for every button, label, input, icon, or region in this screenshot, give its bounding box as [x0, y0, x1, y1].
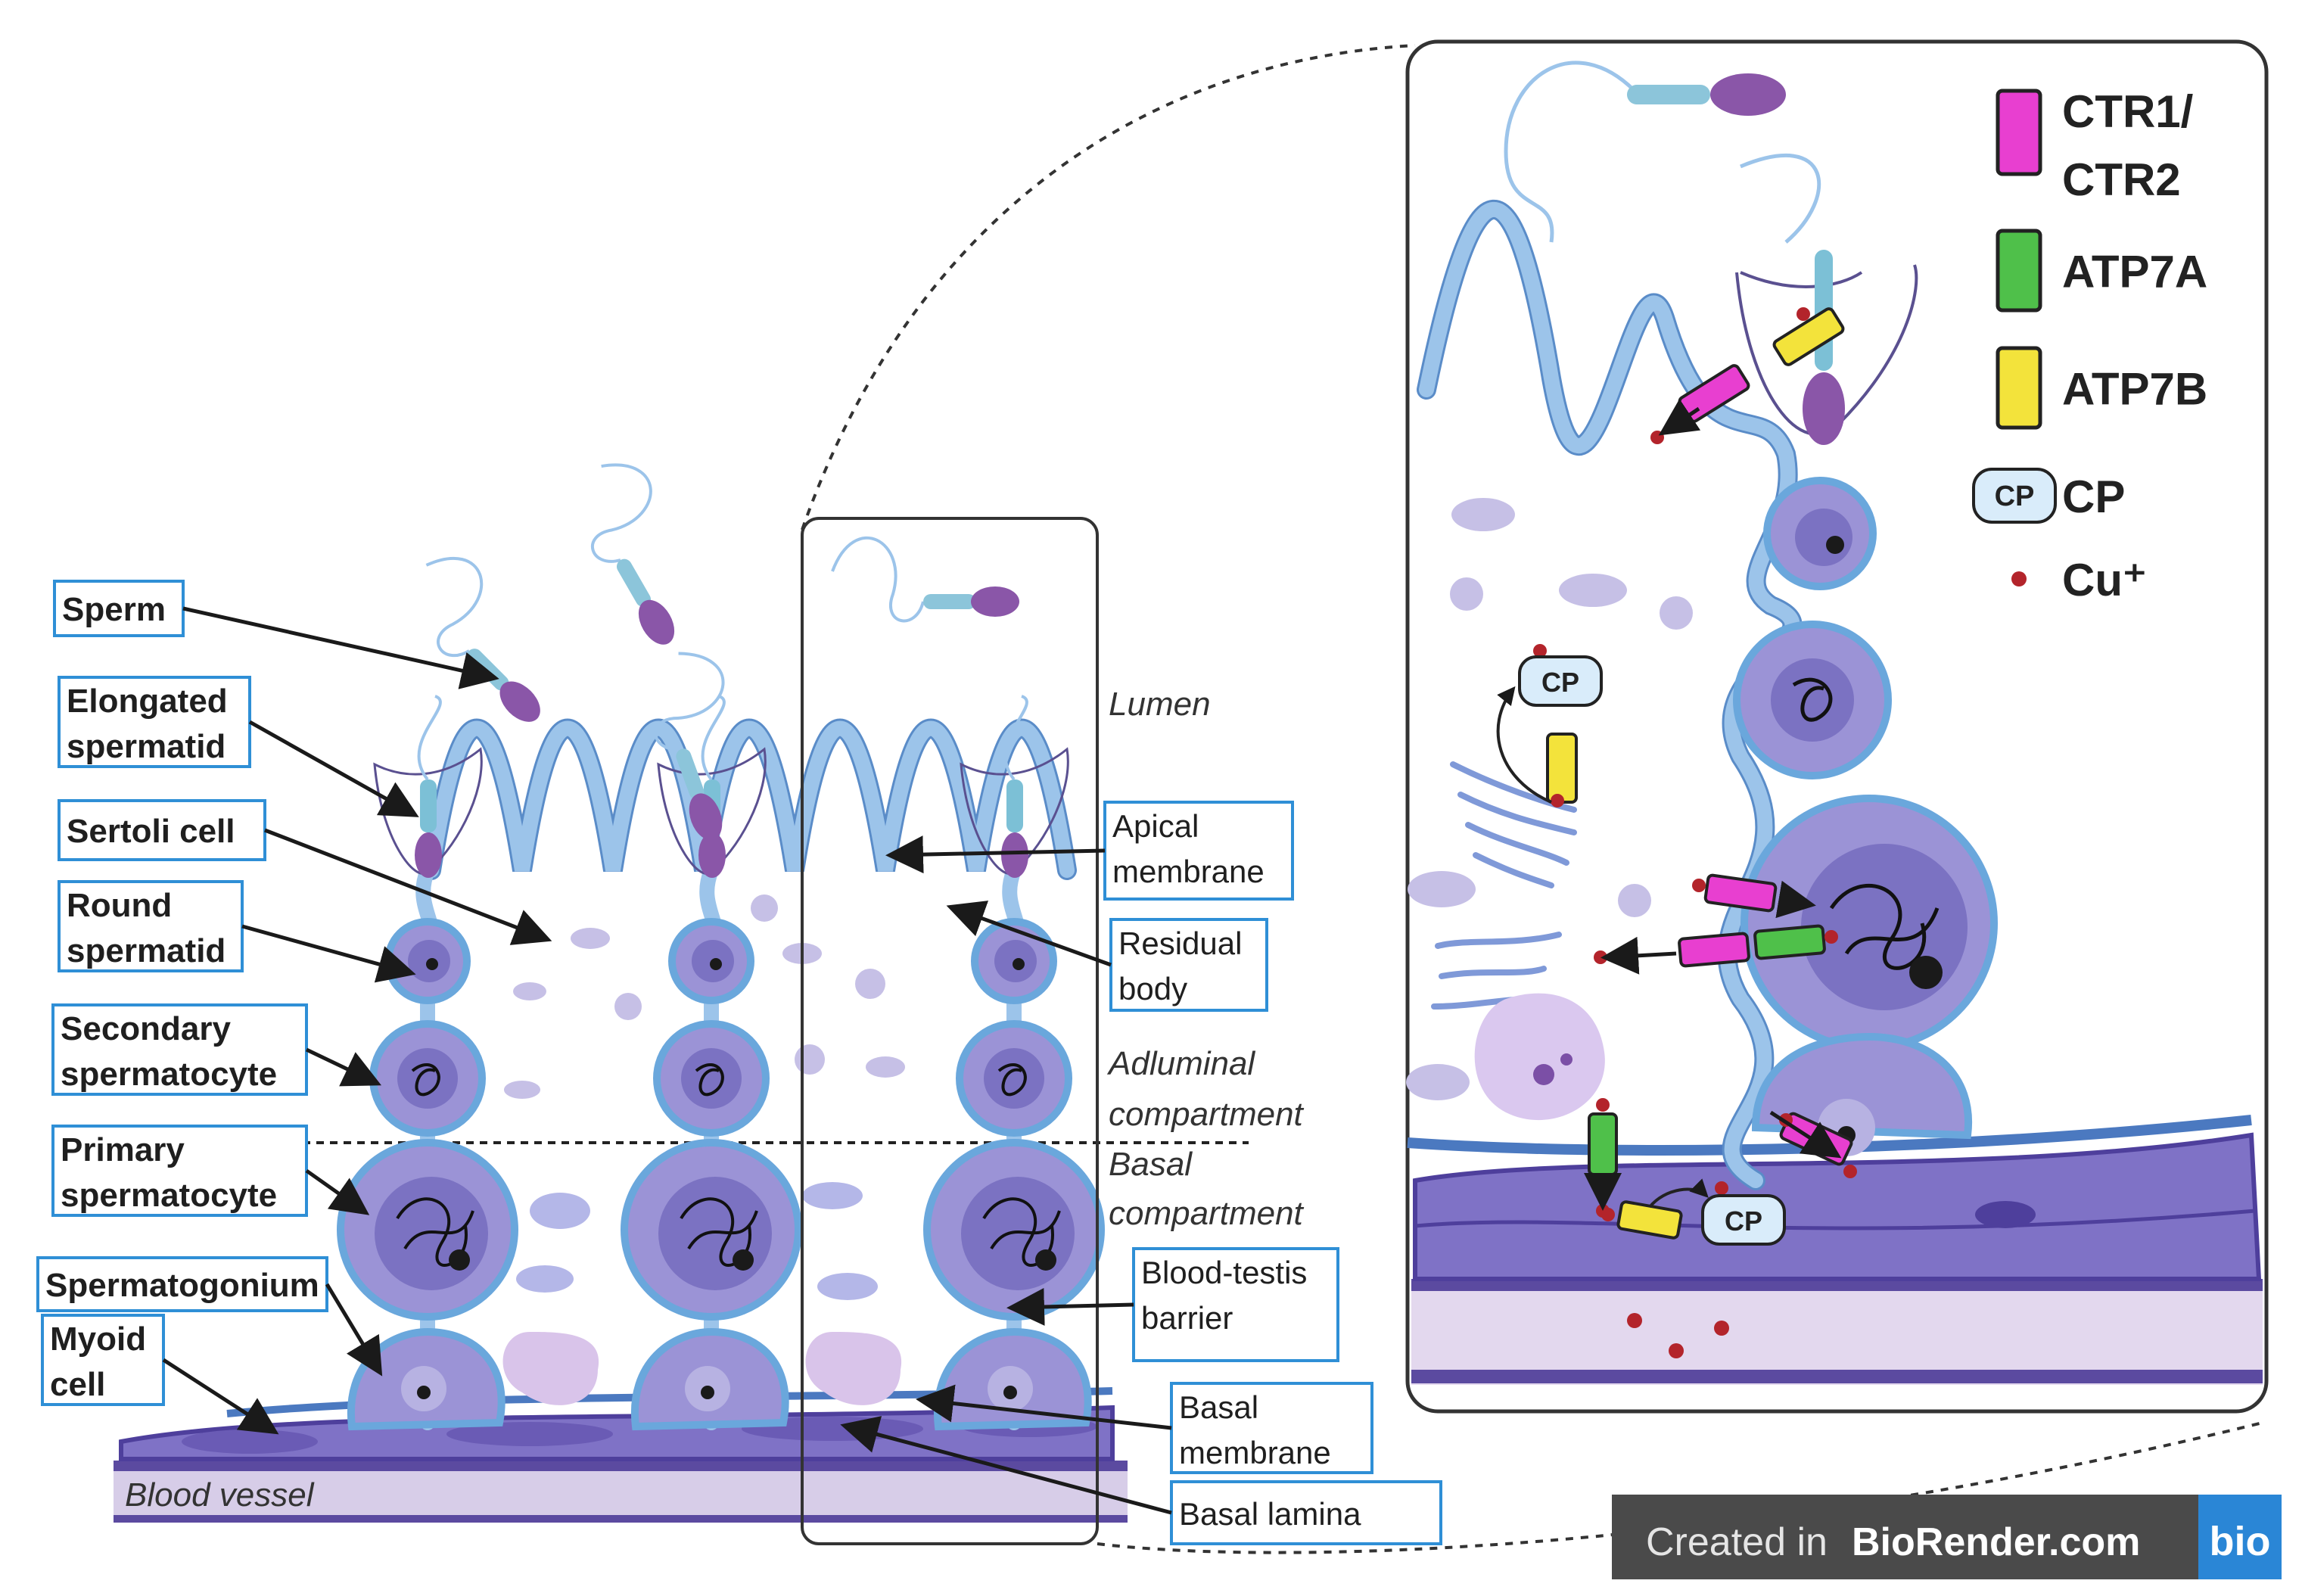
- legend-cu: Cu⁺: [2011, 555, 2147, 605]
- zoom-region-box: [801, 517, 1099, 1545]
- label-secondary: Secondary spermatocyte: [51, 1003, 382, 1096]
- label-primary-line-0: Primary: [61, 1131, 185, 1168]
- label-myoid-arrow: [162, 1358, 279, 1435]
- label-residual-line-1: body: [1118, 971, 1187, 1006]
- zoom-connector-top: [801, 44, 1416, 530]
- label-primary-line-1: spermatocyte: [61, 1177, 277, 1214]
- label-sperm: Sperm: [53, 580, 499, 689]
- legend-ctr: CTR1/CTR2: [1996, 86, 2194, 205]
- label-secondary-line-1: spermatocyte: [61, 1056, 277, 1093]
- label-sertoli-arrow: [264, 828, 552, 945]
- inset-secondary-spermatocyte: [1733, 621, 1892, 779]
- label-elongated: Elongated spermatid: [58, 676, 419, 817]
- label-residual: Residual body: [946, 901, 1268, 1012]
- label-sertoli-line-0: Sertoli cell: [67, 813, 235, 850]
- label-sperm-line-0: Sperm: [62, 591, 166, 628]
- biorender-footer: Created in BioRender.com bio: [1612, 1495, 2282, 1579]
- biorender-logo: [2198, 1495, 2282, 1579]
- label-sertoli: Sertoli cell: [58, 799, 552, 945]
- right-labels: ApicalmembraneResidualbodyBlood-testisba…: [840, 801, 1442, 1545]
- legend-atp7b-swatch: [1996, 346, 2042, 430]
- legend-cp: CP CP: [1972, 468, 2125, 524]
- legend-atp7b-label-0: ATP7B: [2062, 364, 2207, 415]
- legend-atp7a-label-0: ATP7A: [2062, 247, 2207, 297]
- inset-cp-badge-1: CP: [1518, 655, 1603, 707]
- label-sperm-arrow: [182, 606, 499, 689]
- cell-column-3: [923, 695, 1105, 1431]
- label-basal_lamina-arrow: [840, 1416, 1172, 1515]
- blood-vessel-label: Blood vessel: [125, 1476, 315, 1514]
- legend-cp-badge-icon: [1972, 468, 2057, 524]
- footer-prefix: Created in: [1646, 1520, 1828, 1564]
- label-btb: Blood-testis barrier: [1006, 1247, 1339, 1362]
- adluminal-label-1: Adluminal: [1106, 1045, 1255, 1082]
- label-basal_lamina: Basal lamina: [840, 1416, 1442, 1545]
- label-spermatogonium: Spermatogonium: [36, 1256, 383, 1377]
- zoom-connector-bottom: [1097, 1421, 2263, 1554]
- label-residual-arrow: [946, 901, 1112, 967]
- label-basal_membrane-arrow: [916, 1384, 1172, 1430]
- label-secondary-arrow: [305, 1047, 382, 1087]
- label-elongated-line-0: Elongated: [67, 683, 228, 720]
- label-basal_membrane-line-1: membrane: [1179, 1435, 1331, 1470]
- inset-cp-badge-2: CP: [1701, 1194, 1786, 1246]
- blood-vessel: [114, 1467, 1128, 1520]
- label-round-line-0: Round: [67, 887, 172, 924]
- legend-atp7a: ATP7A: [1996, 229, 2207, 313]
- label-basal_membrane-line-0: Basal: [1179, 1389, 1258, 1425]
- label-btb-line-0: Blood-testis: [1141, 1255, 1307, 1290]
- label-residual-line-0: Residual: [1118, 926, 1242, 961]
- legend-atp7b: ATP7B: [1996, 346, 2207, 430]
- inset-primary-spermatocyte: [1740, 795, 1998, 1052]
- basal-label-2: compartment: [1109, 1195, 1305, 1232]
- label-btb-arrow: [1006, 1287, 1134, 1326]
- label-round: Round spermatid: [58, 880, 416, 983]
- label-basal_membrane: Basal membrane: [916, 1382, 1373, 1474]
- label-elongated-line-1: spermatid: [67, 728, 226, 765]
- label-spermatogonium-line-0: Spermatogonium: [45, 1267, 319, 1304]
- label-apical-line-0: Apical: [1112, 808, 1199, 844]
- legend-atp7a-swatch: [1996, 229, 2042, 313]
- legend-cp-label-0: CP: [2062, 471, 2125, 522]
- label-btb-line-1: barrier: [1141, 1300, 1233, 1336]
- legend-cu-swatch: [2011, 571, 2027, 586]
- label-apical-arrow: [885, 835, 1106, 874]
- inset-round-spermatid: [1763, 477, 1877, 590]
- label-myoid-line-1: cell: [50, 1366, 105, 1403]
- legend-ctr-swatch: [1996, 89, 2042, 176]
- inset-transporters: [1496, 307, 1857, 1240]
- label-elongated-arrow: [248, 720, 419, 817]
- cell-column-2: [621, 695, 802, 1431]
- svg-text:CP: CP: [1541, 667, 1579, 698]
- lumen-label: Lumen: [1109, 686, 1211, 723]
- seminiferous-tissue: Blood vessel: [114, 44, 2263, 1554]
- label-spermatogonium-arrow: [325, 1283, 383, 1377]
- label-primary: Primary spermatocyte: [51, 1125, 370, 1217]
- label-round-arrow: [241, 924, 416, 983]
- label-myoid-line-0: Myoid: [50, 1321, 146, 1358]
- basal-label-1: Basal: [1109, 1146, 1193, 1183]
- sertoli-organelles: [502, 894, 905, 1405]
- biorender-logo-text: bio: [2210, 1519, 2271, 1564]
- cell-column-1: [337, 695, 518, 1431]
- label-round-line-1: spermatid: [67, 932, 226, 969]
- legend-cu-label-0: Cu⁺: [2062, 555, 2147, 605]
- label-primary-arrow: [305, 1168, 370, 1215]
- label-apical: Apical membrane: [885, 801, 1294, 901]
- label-apical-line-1: membrane: [1112, 854, 1265, 889]
- adluminal-label-2: compartment: [1109, 1096, 1305, 1133]
- label-myoid: Myoid cell: [41, 1314, 279, 1435]
- label-secondary-line-0: Secondary: [61, 1010, 232, 1047]
- footer-brand: BioRender.com: [1852, 1520, 2140, 1564]
- legend-cp-badge-text: CP: [1995, 481, 2035, 512]
- legend-ctr-label-0: CTR1/: [2062, 86, 2194, 137]
- legend-ctr-label-1: CTR2: [2062, 154, 2181, 205]
- svg-text:CP: CP: [1725, 1206, 1762, 1237]
- label-basal_lamina-line-0: Basal lamina: [1179, 1496, 1361, 1532]
